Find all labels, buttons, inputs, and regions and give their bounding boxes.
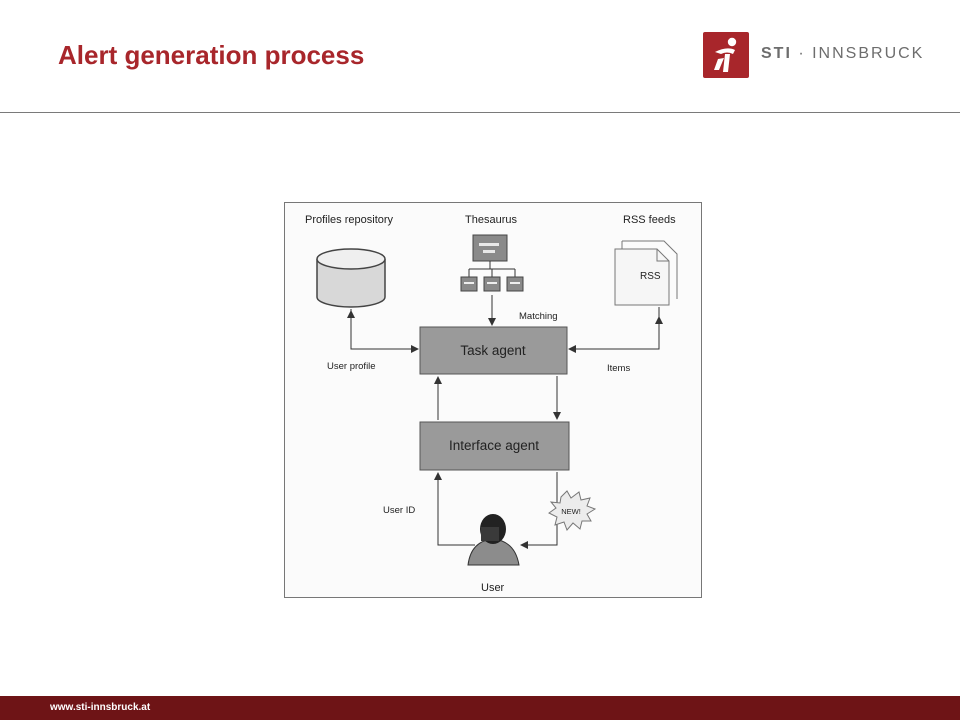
task-agent-label: Task agent bbox=[460, 343, 526, 358]
rss-doc-label: RSS bbox=[640, 271, 661, 282]
task-agent-box bbox=[419, 326, 568, 375]
thesaurus-tree-icon bbox=[460, 234, 524, 292]
logo-brand: STI bbox=[761, 45, 792, 62]
rss-to-task-arrow bbox=[568, 307, 660, 353]
matching-label: Matching bbox=[519, 311, 558, 322]
rss-feeds-label: RSS feeds bbox=[623, 214, 676, 226]
user-to-interface-arrow bbox=[434, 472, 475, 546]
sti-figure-icon bbox=[703, 32, 749, 78]
database-icon bbox=[316, 248, 386, 308]
interface-agent-label: Interface agent bbox=[449, 438, 539, 453]
rss-document-icon: RSS bbox=[614, 240, 678, 306]
interface-to-user-arrow bbox=[520, 472, 558, 549]
user-id-label: User ID bbox=[383, 505, 415, 516]
sti-logo: STI · INNSBRUCK bbox=[703, 32, 922, 78]
footer-bar: www.sti-innsbruck.at bbox=[0, 696, 960, 720]
profiles-repository-label: Profiles repository bbox=[305, 214, 394, 226]
logo-suffix: INNSBRUCK bbox=[812, 45, 925, 62]
items-label: Items bbox=[607, 363, 630, 374]
new-badge-label: NEW! bbox=[561, 507, 581, 516]
new-badge-icon: NEW! bbox=[548, 490, 597, 531]
logo-wordmark: STI · INNSBRUCK bbox=[761, 45, 924, 63]
header-divider bbox=[0, 112, 960, 113]
footer-url[interactable]: www.sti-innsbruck.at bbox=[50, 702, 151, 713]
page-title: Alert generation process bbox=[58, 40, 365, 70]
interface-agent-box bbox=[419, 421, 570, 471]
profile-to-task-arrow bbox=[350, 309, 419, 353]
user-label: User bbox=[481, 582, 505, 594]
user-icon bbox=[467, 514, 520, 566]
alert-process-diagram: Profiles repository Thesaurus RSS feeds bbox=[284, 202, 702, 598]
thesaurus-label: Thesaurus bbox=[465, 214, 517, 226]
user-profile-label: User profile bbox=[327, 361, 376, 372]
logo-separator: · bbox=[791, 45, 813, 62]
